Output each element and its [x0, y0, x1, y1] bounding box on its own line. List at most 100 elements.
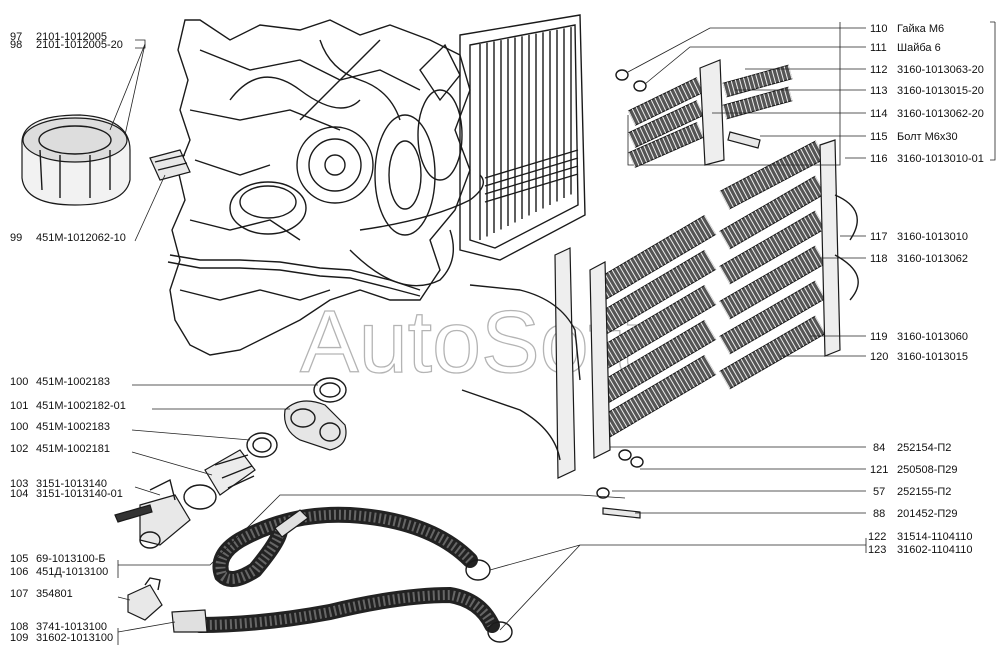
callout-number-right: 118	[870, 253, 888, 265]
cooler-fin	[628, 100, 704, 148]
callout-number-right: 119	[870, 331, 888, 343]
elbow-fitting-107	[127, 577, 163, 621]
callout-number-left: 106	[10, 566, 28, 578]
callout-code-right: 3160-1013015	[897, 351, 968, 363]
callout-number-left: 101	[10, 400, 28, 412]
callout-number-right: 115	[870, 131, 888, 143]
callout-code-left: 69-1013100-Б	[36, 553, 106, 565]
callout-code-left: 2101-1012005-20	[36, 39, 123, 51]
callout-code-right: 3160-1013015-20	[897, 85, 984, 97]
callouts-right: 110 Гайка М6 111 Шайба 6 112 3160-1013063-20 1…	[868, 23, 984, 556]
callout-number-right: 112	[870, 64, 888, 76]
callout-number-right: 57	[873, 486, 885, 498]
valve-103	[114, 478, 191, 549]
hose-108	[171, 586, 513, 643]
callout-code-left: 354801	[36, 588, 73, 600]
callout-number-right: 114	[870, 108, 888, 120]
cooler-bracket	[819, 139, 841, 357]
callout-code-left: 451М-1002183	[36, 421, 110, 433]
callout-code-right: Шайба 6	[897, 42, 941, 54]
cooler-return-bend	[834, 194, 859, 301]
callout-code-left: 451М-1002183	[36, 376, 110, 388]
callout-code-left: 31602-1013100	[36, 632, 113, 644]
callout-number-right: 121	[870, 464, 888, 476]
callout-number-right: 122	[868, 531, 886, 543]
callout-number-left: 109	[10, 632, 28, 644]
bolt-88	[602, 507, 641, 519]
oil-cooler-illustration	[461, 139, 859, 519]
callout-code-right: 3160-1013010-01	[897, 153, 984, 165]
callout-code-right: 3160-1013063-20	[897, 64, 984, 76]
cooler-fin	[719, 176, 826, 249]
callout-code-right: 31514-1104110	[897, 531, 972, 543]
cooler-fin	[628, 77, 704, 126]
cooler-fin	[628, 122, 704, 168]
watermark: AutoSoft	[300, 292, 638, 391]
callout-code-right: Болт М6х30	[897, 131, 958, 143]
callout-code-right: 31602-1104110	[897, 544, 972, 556]
washer-57	[596, 487, 610, 499]
callout-code-right: 3160-1013060	[897, 331, 968, 343]
callout-number-left: 104	[10, 488, 28, 500]
inset-detail	[615, 22, 841, 168]
callout-number-right: 84	[873, 442, 885, 454]
washer-84	[618, 449, 632, 461]
callout-code-right: 3160-1013062	[897, 253, 968, 265]
banjo-bolt-102	[183, 449, 256, 510]
callout-code-left: 2101-1012005	[36, 31, 107, 43]
nut-121	[630, 456, 644, 468]
callout-number-right: 113	[870, 85, 888, 97]
cooler-bracket	[589, 261, 611, 459]
callout-number-right: 88	[873, 508, 885, 520]
oil-filter-97	[21, 114, 131, 206]
cooler-fin	[722, 65, 793, 97]
engine-illustration	[167, 19, 484, 356]
callout-code-right: Гайка М6	[897, 23, 944, 35]
callout-number-left: 103	[10, 478, 28, 490]
callout-number-right: 110	[870, 23, 888, 35]
radiator-illustration	[459, 14, 586, 261]
washer-100-bottom	[246, 432, 278, 458]
callout-number-left: 100	[10, 376, 28, 388]
callout-number-right: 117	[870, 231, 888, 243]
callout-number-right: 123	[868, 544, 886, 556]
callout-code-left: 3151-1013140	[36, 478, 107, 490]
callout-code-right: 3160-1013010	[897, 231, 968, 243]
callout-number-right: 111	[870, 42, 887, 54]
callout-number-left: 108	[10, 621, 28, 633]
callout-number-left: 107	[10, 588, 28, 600]
cooler-fin	[719, 281, 826, 354]
callout-code-right: 252154-П2	[897, 442, 951, 454]
washer-100-top	[313, 377, 347, 403]
callout-code-left: 451М-1002182-01	[36, 400, 126, 412]
callout-code-left: 451Д-1013100	[36, 566, 108, 578]
callout-number-left: 98	[10, 39, 22, 51]
cooler-inlet-pipe	[469, 284, 581, 381]
callout-number-right: 116	[870, 153, 888, 165]
cooler-fin	[719, 211, 826, 284]
callout-code-right: 250508-П29	[897, 464, 958, 476]
callout-code-left: 3151-1013140-01	[36, 488, 123, 500]
callout-number-left: 105	[10, 553, 28, 565]
leader-lines	[109, 21, 996, 645]
callout-number-left: 99	[10, 232, 22, 244]
hose-105	[212, 506, 491, 587]
fitting-99	[149, 149, 191, 181]
cooler-fin	[719, 316, 826, 389]
callout-number-left: 97	[10, 31, 22, 43]
cooler-fin	[719, 246, 826, 319]
cooler-bracket	[554, 247, 576, 479]
callout-number-right: 120	[870, 351, 888, 363]
callouts-left: 97 2101-1012005 98 2101-1012005-20 99 451М-10…	[10, 31, 126, 644]
tee-fitting-101	[283, 400, 347, 451]
callout-code-right: 3160-1013062-20	[897, 108, 984, 120]
cooler-fin	[722, 87, 793, 119]
callout-number-left: 102	[10, 443, 28, 455]
callout-number-left: 100	[10, 421, 28, 433]
callout-code-left: 451М-1012062-10	[36, 232, 126, 244]
callout-code-right: 201452-П29	[897, 508, 958, 520]
callout-code-left: 3741-1013100	[36, 621, 107, 633]
cooler-outlet-pipe	[461, 389, 561, 461]
callout-code-left: 451М-1002181	[36, 443, 110, 455]
